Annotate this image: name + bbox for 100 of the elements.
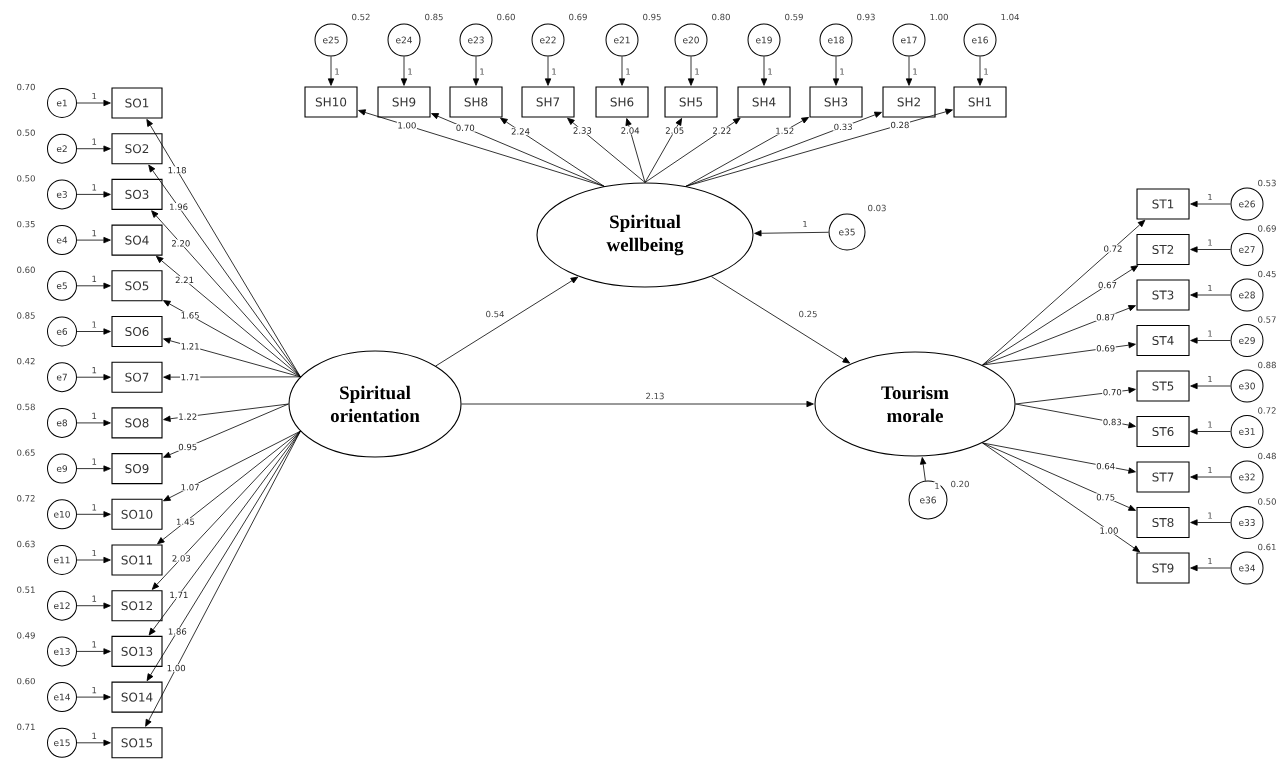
- edge-label: 1: [406, 67, 414, 76]
- arrow: [982, 442, 1136, 511]
- arrow: [1190, 200, 1231, 208]
- indicator-box: SO4: [111, 224, 163, 256]
- arrow: [163, 374, 301, 381]
- arrow: [982, 442, 1141, 553]
- indicator-box: SH8: [449, 86, 503, 118]
- arrow: [687, 56, 695, 86]
- indicator-box: ST2: [1136, 233, 1190, 266]
- indicator-box: SO2: [111, 133, 163, 165]
- edge-label: 1: [801, 220, 809, 228]
- edge-label: 1.18: [167, 166, 188, 175]
- variance-label: 0.95: [643, 13, 661, 21]
- edge-label: 1: [90, 92, 98, 100]
- variance-label: 0.88: [1258, 361, 1276, 369]
- edge-label: 1: [766, 67, 774, 76]
- edge-label: 2.13: [644, 392, 666, 400]
- edge-label: 1: [478, 67, 486, 76]
- edge-label: 0.83: [1102, 418, 1123, 426]
- variance-label: 0.85: [17, 312, 35, 319]
- variance-label: 0.69: [1258, 225, 1276, 232]
- edge-label: 0.75: [1095, 493, 1116, 502]
- arrow: [76, 191, 111, 198]
- arrow: [685, 117, 809, 187]
- arrow: [76, 465, 111, 472]
- indicator-box: ST8: [1136, 506, 1190, 539]
- variance-label: 0.52: [352, 13, 370, 21]
- arrow: [76, 511, 111, 518]
- arrow: [327, 56, 335, 86]
- arrow: [1190, 564, 1231, 572]
- variance-label: 0.71: [17, 723, 35, 731]
- edge-label: 1: [333, 67, 341, 76]
- edge-label: 1.65: [180, 311, 201, 320]
- variance-label: 0.85: [425, 13, 443, 21]
- edge-label: 1: [90, 731, 98, 740]
- variance-label: 0.35: [17, 220, 35, 228]
- arrow: [76, 602, 111, 609]
- arrow: [472, 56, 480, 86]
- edge-label: 0.28: [889, 121, 910, 129]
- arrow: [461, 400, 814, 408]
- arrow: [76, 419, 111, 427]
- indicator-box: SO9: [111, 453, 163, 485]
- arrow: [163, 403, 289, 458]
- edge-label: 1: [90, 320, 98, 329]
- variance-label: 0.59: [785, 13, 803, 21]
- arrow: [982, 265, 1139, 366]
- arrow: [156, 255, 301, 378]
- indicator-box: ST7: [1136, 461, 1190, 493]
- arrow: [1190, 382, 1231, 390]
- edge-label: 1: [911, 67, 919, 76]
- edge-label: 1: [1206, 466, 1214, 474]
- arrow: [1015, 403, 1136, 429]
- edge-label: 1: [90, 686, 98, 694]
- arrow: [151, 430, 301, 590]
- edge-label: 1: [1206, 238, 1214, 247]
- indicator-box: SO11: [111, 544, 163, 576]
- edge-label: 1: [90, 137, 98, 146]
- arrow: [76, 648, 111, 655]
- arrow: [754, 230, 829, 237]
- edge-label: 1: [933, 482, 941, 490]
- variance-label: 0.93: [857, 13, 875, 21]
- variance-label: 0.50: [17, 175, 35, 182]
- edge-label: 0.69: [1095, 344, 1116, 353]
- edge-label: 0.87: [1095, 313, 1116, 322]
- arrow: [920, 457, 927, 482]
- indicator-box: ST1: [1136, 188, 1190, 220]
- indicator-box: SO15: [111, 727, 163, 759]
- edge-label: 1.00: [166, 664, 187, 672]
- arrow: [76, 99, 111, 107]
- indicator-box: SH6: [595, 86, 649, 118]
- arrow: [500, 117, 605, 187]
- arrow: [711, 276, 851, 364]
- arrow: [76, 282, 111, 289]
- indicator-box: ST4: [1136, 324, 1190, 357]
- edge-label: 0.54: [484, 310, 506, 318]
- arrow: [145, 430, 301, 727]
- variance-label: 0.80: [712, 13, 730, 21]
- indicator-box: SH3: [809, 86, 863, 118]
- variance-label: 0.72: [17, 495, 35, 502]
- arrow: [163, 430, 301, 502]
- edge-label: 1: [982, 67, 990, 76]
- edge-label: 1: [1206, 284, 1214, 292]
- arrow: [1190, 246, 1231, 253]
- indicator-box: SH1: [953, 86, 1007, 118]
- arrow: [625, 118, 646, 183]
- arrow: [76, 374, 111, 381]
- variance-label: 0.57: [1258, 316, 1276, 323]
- indicator-box: ST6: [1136, 415, 1190, 448]
- variance-label: 1.04: [1001, 13, 1019, 21]
- indicator-box: SH10: [304, 86, 358, 118]
- edge-label: 1.96: [168, 202, 189, 211]
- arrow: [1190, 428, 1231, 435]
- indicator-box: SH5: [664, 86, 718, 118]
- indicator-box: SO10: [111, 498, 163, 530]
- arrow: [976, 56, 984, 86]
- indicator-box: SO3: [111, 178, 163, 210]
- edge-label: 2.24: [510, 127, 531, 136]
- edge-label: 1: [90, 457, 98, 466]
- indicator-box: SO14: [111, 681, 163, 713]
- indicator-box: SO6: [111, 315, 163, 348]
